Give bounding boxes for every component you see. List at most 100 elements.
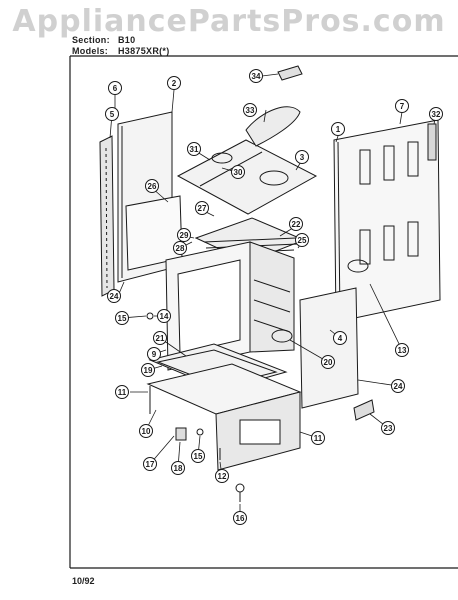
- callout-number: 6: [113, 84, 118, 93]
- callout-11: 11: [311, 431, 325, 445]
- callout-circle: [289, 217, 303, 231]
- callout-number: 15: [194, 452, 203, 461]
- callout-30: 30: [231, 165, 245, 179]
- callout-circle: [249, 69, 263, 83]
- callout-number: 12: [218, 472, 227, 481]
- callout-number: 1: [336, 125, 341, 134]
- callout-circle: [177, 228, 191, 242]
- callout-circle: [147, 347, 161, 361]
- callout-circle: [145, 179, 159, 193]
- bracket-34-part: [277, 65, 303, 81]
- footer-date: 10/92: [72, 576, 95, 586]
- callout-2: 2: [167, 76, 181, 90]
- callout-number: 28: [176, 244, 185, 253]
- callout-number: 22: [292, 220, 301, 229]
- top-panel-part: [176, 139, 318, 215]
- callout-number: 9: [152, 350, 157, 359]
- callout-number: 31: [190, 145, 199, 154]
- callout-24: 24: [391, 379, 405, 393]
- callout-18: 18: [171, 461, 185, 475]
- callout-circle: [115, 385, 129, 399]
- callout-number: 13: [398, 346, 407, 355]
- callout-circle: [108, 81, 122, 95]
- models-label: Models:: [72, 46, 109, 56]
- callout-circle: [143, 457, 157, 471]
- callout-12: 12: [215, 469, 229, 483]
- callout-number: 7: [400, 102, 405, 111]
- callout-number: 5: [110, 110, 115, 119]
- callout-21: 21: [153, 331, 167, 345]
- callout-circle: [215, 469, 229, 483]
- callout-number: 34: [252, 72, 261, 81]
- callout-circle: [105, 107, 119, 121]
- callout-number: 29: [180, 231, 189, 240]
- callout-circle: [195, 201, 209, 215]
- callout-number: 25: [298, 236, 307, 245]
- callout-28: 28: [173, 241, 187, 255]
- callout-27: 27: [195, 201, 209, 215]
- callout-15: 15: [191, 449, 205, 463]
- callout-circle: [395, 99, 409, 113]
- callout-circle: [233, 511, 247, 525]
- callout-number: 26: [148, 182, 157, 191]
- callout-circle: [331, 122, 345, 136]
- callout-number: 20: [324, 358, 333, 367]
- callout-number: 11: [314, 434, 323, 443]
- callout-circle: [191, 449, 205, 463]
- callout-circle: [243, 103, 257, 117]
- callout-number: 32: [432, 110, 441, 119]
- callout-circle: [381, 421, 395, 435]
- callout-number: 15: [118, 314, 127, 323]
- section-value: B10: [118, 35, 136, 45]
- callout-number: 24: [394, 382, 403, 391]
- callout-circle: [231, 165, 245, 179]
- callout-24: 24: [107, 289, 121, 303]
- callout-number: 4: [338, 334, 343, 343]
- trim-strip-part: [99, 135, 115, 297]
- callout-1: 1: [331, 122, 345, 136]
- callout-10: 10: [139, 424, 153, 438]
- callout-circle: [153, 331, 167, 345]
- callout-32: 32: [429, 107, 443, 121]
- callout-3: 3: [295, 150, 309, 164]
- callout-number: 21: [156, 334, 165, 343]
- callout-circle: [333, 331, 347, 345]
- callout-4: 4: [333, 331, 347, 345]
- callout-circle: [171, 461, 185, 475]
- callout-7: 7: [395, 99, 409, 113]
- callout-circle: [167, 76, 181, 90]
- callout-26: 26: [145, 179, 159, 193]
- callout-5: 5: [105, 107, 119, 121]
- callout-number: 10: [142, 427, 151, 436]
- callout-number: 23: [384, 424, 393, 433]
- callout-17: 17: [143, 457, 157, 471]
- models-value: H3875XR(*): [118, 46, 170, 56]
- callout-number: 16: [236, 514, 245, 523]
- callout-circle: [173, 241, 187, 255]
- callout-number: 19: [144, 366, 153, 375]
- callout-31: 31: [187, 142, 201, 156]
- callout-circle: [115, 311, 129, 325]
- callout-circle: [295, 150, 309, 164]
- rear-wall-part: [333, 119, 441, 323]
- leveling-bracket-part: [353, 399, 375, 421]
- callout-circle: [391, 379, 405, 393]
- callout-29: 29: [177, 228, 191, 242]
- callout-16: 16: [233, 511, 247, 525]
- callout-34: 34: [249, 69, 263, 83]
- callout-number: 3: [300, 153, 305, 162]
- callout-circle: [395, 343, 409, 357]
- sensor-32-part: [427, 123, 437, 161]
- callout-23: 23: [381, 421, 395, 435]
- callout-number: 11: [118, 388, 127, 397]
- base-frame-part: [146, 363, 302, 471]
- callout-circle: [157, 309, 171, 323]
- side-wall-right-part: [271, 287, 359, 409]
- callout-circle: [295, 233, 309, 247]
- callout-number: 14: [160, 312, 169, 321]
- callout-33: 33: [243, 103, 257, 117]
- callout-number: 17: [146, 460, 155, 469]
- callout-number: 30: [234, 168, 243, 177]
